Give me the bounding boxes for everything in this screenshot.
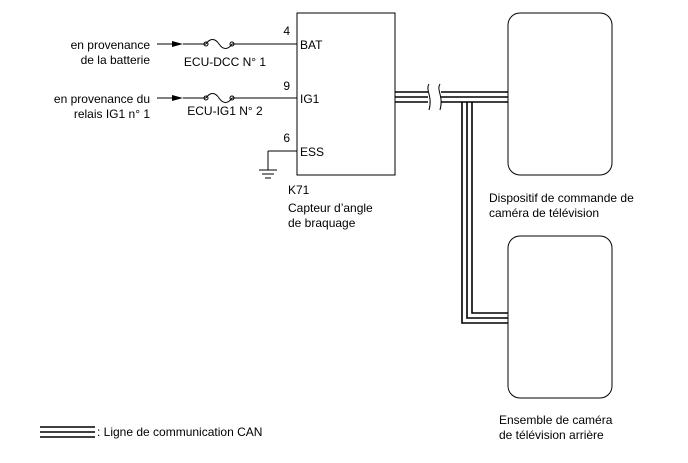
pin-number-bat: 4: [283, 24, 290, 38]
bat-arrow-icon: [172, 41, 183, 47]
pin-label-bat: BAT: [300, 38, 323, 52]
ess-ground-wire: [267, 150, 297, 170]
pin-label-ig1: IG1: [300, 92, 320, 106]
line-break-icon: [427, 83, 442, 111]
steering-angle-sensor-box: [296, 12, 396, 176]
device-bottom-label-1: Ensemble de caméra: [499, 413, 613, 427]
battery-source-label-1: en provenance: [71, 38, 151, 52]
pin-number-ig1: 9: [283, 79, 290, 93]
fuse-ig1-label: ECU-IG1 N° 2: [187, 104, 263, 118]
relay-source-label-1: en provenance du: [54, 92, 150, 106]
device-top-label-1: Dispositif de commande de: [489, 191, 634, 205]
battery-source-label-2: de la batterie: [81, 53, 151, 67]
tv-camera-control-box: [507, 12, 613, 176]
device-bottom-label-2: de télévision arrière: [499, 428, 604, 442]
ig1-arrow-icon: [172, 95, 183, 101]
device-top-label-2: caméra de télévision: [489, 206, 599, 220]
bat-wire: [157, 39, 297, 49]
sensor-name-line-2: de braquage: [288, 216, 356, 230]
pin-number-ess: 6: [283, 131, 290, 145]
fuse-dcc-label: ECU-DCC N° 1: [184, 55, 266, 69]
ig1-wire: [157, 93, 297, 103]
rear-tv-camera-box: [507, 235, 613, 399]
pin-label-ess: ESS: [300, 145, 324, 159]
ground-icon: [259, 169, 277, 179]
can-legend-label: : Ligne de communication CAN: [97, 425, 262, 439]
can-bus-lines: [395, 91, 508, 324]
relay-source-label-2: relais IG1 n° 1: [74, 107, 150, 121]
sensor-code: K71: [288, 183, 310, 197]
sensor-name-line-1: Capteur d’angle: [288, 201, 373, 215]
can-legend-symbol: [40, 426, 95, 438]
